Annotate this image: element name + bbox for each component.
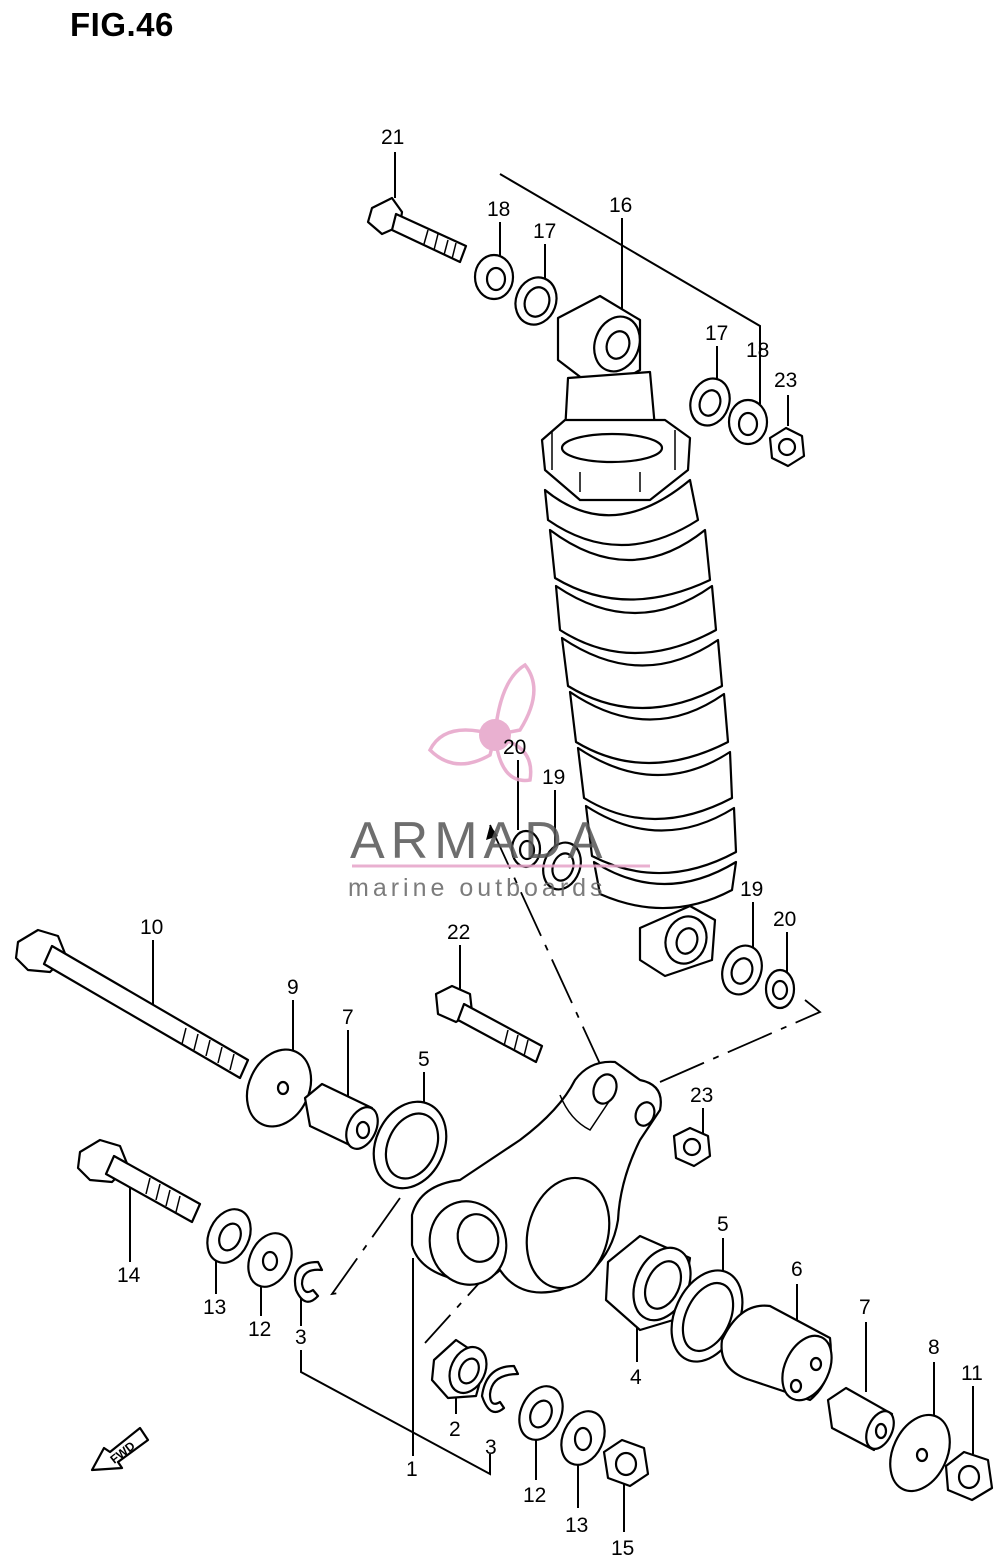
washer-12-lower [518, 1385, 564, 1441]
callout-12: 12 [523, 1484, 546, 1507]
callout-6: 6 [791, 1258, 803, 1281]
figure-title: FIG.46 [70, 6, 174, 43]
callout-16: 16 [609, 194, 632, 217]
callout-18: 18 [487, 198, 510, 221]
callout-8: 8 [928, 1336, 940, 1359]
washer-8 [889, 1413, 951, 1493]
rear-shock-absorber [540, 294, 738, 978]
upper-seal-right [689, 377, 731, 427]
lower-seal-right-19 [721, 944, 763, 996]
lever-pivot-bolt [76, 1138, 202, 1224]
washer-12-left [247, 1232, 293, 1288]
upper-mount-nut [768, 426, 806, 468]
callout-9: 9 [287, 976, 299, 999]
callout-13: 13 [203, 1296, 226, 1319]
callout-17: 17 [533, 220, 556, 243]
callout-22: 22 [447, 921, 470, 944]
upper-mount-bolt [366, 196, 468, 264]
spacer-7-lower [826, 1386, 895, 1452]
lower-seal-right-20 [764, 968, 796, 1010]
callout-5: 5 [418, 1048, 430, 1071]
arrow-left-down-icon [90, 1426, 150, 1472]
lever-upper-bolt [434, 984, 544, 1064]
callout-4: 4 [630, 1366, 642, 1389]
callout-7: 7 [859, 1296, 871, 1319]
fwd-direction-badge: FWD [90, 1426, 150, 1472]
upper-seal-left [514, 276, 558, 326]
callout-15: 15 [611, 1537, 634, 1560]
nut-11 [944, 1450, 994, 1502]
callout-10: 10 [140, 916, 163, 939]
callout-14: 14 [117, 1264, 141, 1287]
callout-17: 17 [705, 322, 728, 345]
propeller-logo-icon [427, 662, 536, 783]
dust-seal-13-left [206, 1208, 252, 1264]
callout-7: 7 [342, 1006, 354, 1029]
callout-2: 2 [449, 1418, 461, 1441]
callout-numbers: 21 18 17 16 17 18 23 20 19 19 20 10 22 9… [117, 126, 983, 1560]
callout-11: 11 [961, 1362, 983, 1385]
snap-ring-3-lower [480, 1364, 520, 1414]
callout-12: 12 [248, 1318, 271, 1341]
callout-3: 3 [295, 1326, 307, 1349]
upper-collar-right [727, 398, 769, 446]
callout-19: 19 [740, 878, 763, 901]
leader-lines [129, 152, 974, 1532]
lever-nut-15 [602, 1438, 650, 1488]
upper-collar-left [473, 253, 515, 301]
callout-5: 5 [717, 1213, 729, 1236]
callout-13: 13 [565, 1514, 588, 1537]
callout-23: 23 [774, 369, 797, 392]
spacer-7-upper [303, 1082, 379, 1150]
bearing-2 [430, 1338, 488, 1400]
cushion-lever [410, 1060, 662, 1294]
snap-ring-3-left [293, 1260, 324, 1303]
lower-seal-left-20 [510, 829, 542, 869]
callout-23: 23 [690, 1084, 713, 1107]
watermark-brand: ARMADA [350, 812, 608, 870]
callout-19: 19 [542, 766, 565, 789]
watermark: ARMADA marine outboards [348, 662, 650, 902]
callout-18: 18 [746, 339, 769, 362]
callout-21: 21 [381, 126, 404, 149]
oil-seal-5-upper [372, 1100, 448, 1190]
callout-20: 20 [773, 908, 796, 931]
lever-nut-23 [672, 1126, 712, 1168]
watermark-tagline: marine outboards [348, 874, 607, 902]
callout-1: 1 [406, 1458, 418, 1481]
callout-20: 20 [503, 736, 526, 759]
cushion-lever-long-bolt [14, 928, 250, 1080]
dust-seal-13-lower [560, 1410, 606, 1466]
callout-3: 3 [485, 1436, 497, 1459]
spacer-6 [720, 1304, 833, 1402]
